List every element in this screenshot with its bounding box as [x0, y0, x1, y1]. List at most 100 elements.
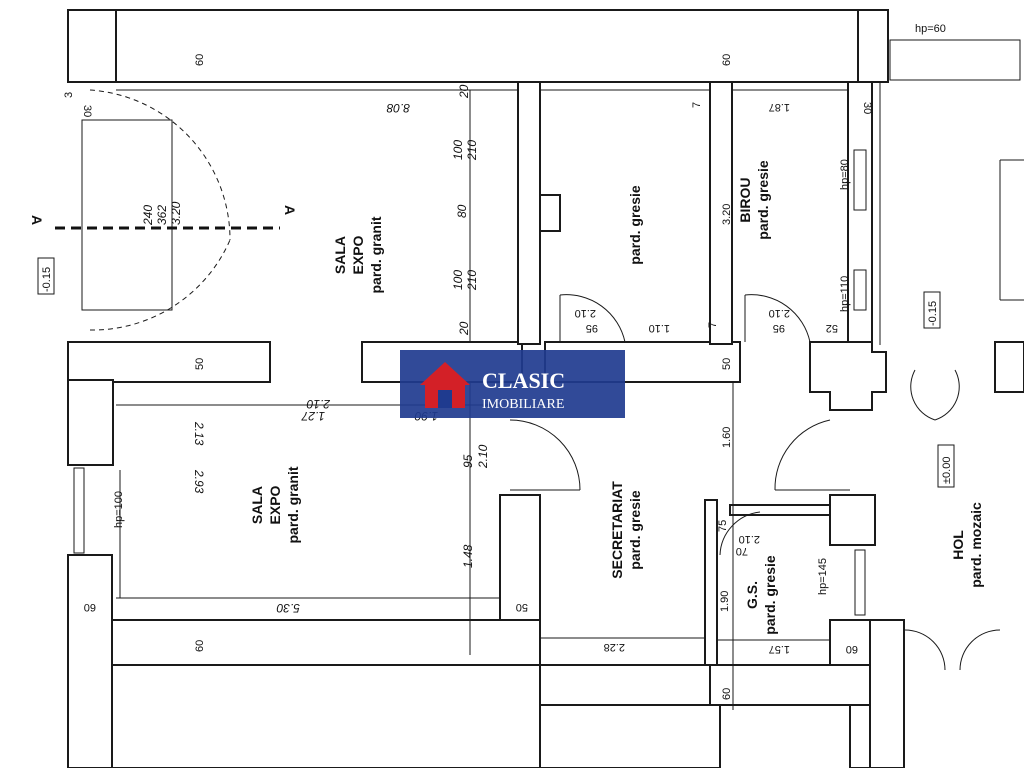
wall-gs-bottom: [709, 664, 871, 706]
dim-75: 75: [717, 520, 729, 532]
svg-text:G.S.: G.S.: [744, 581, 760, 609]
door-arc-4: [744, 294, 811, 343]
level-left: -0.15: [41, 267, 53, 292]
dim-210-top: 210: [465, 140, 479, 161]
dim-110: 1.10: [649, 322, 670, 334]
dim-hp145: hp=145: [817, 558, 829, 595]
dim-293: 2.93: [192, 469, 206, 494]
dim-100-bottom: 100: [451, 270, 465, 290]
dim-60-bottom-right: 60: [846, 643, 858, 655]
dim-190-gs: 1.90: [719, 591, 731, 612]
dim-210-vert: 2.10: [476, 444, 490, 469]
dim-60-top-right: 60: [721, 54, 733, 66]
room-sala-expo-bottom: SALA EXPO pard. granit: [249, 466, 301, 543]
door-arc-1: [89, 89, 231, 241]
dim-100-top: 100: [451, 140, 465, 160]
dim-30-right: 30: [861, 102, 873, 114]
wall-bottom-center: [539, 704, 721, 768]
wall-secretariat-bottom: [539, 664, 711, 706]
svg-text:SECRETARIAT: SECRETARIAT: [609, 481, 625, 579]
dim-50-left: 50: [194, 358, 206, 370]
dim-30-small: 30: [81, 105, 93, 117]
dim-60-bottom-mid: 60: [721, 688, 733, 700]
dim-210-door2: 2.10: [769, 307, 790, 319]
wall-birou-right: [847, 81, 873, 345]
wall-left-top: [67, 9, 117, 83]
room-sala-expo-top: SALA EXPO pard. granit: [332, 216, 384, 293]
dim-60-bottom-left: 60: [194, 640, 206, 652]
dim-157: 1.57: [769, 643, 790, 655]
svg-text:EXPO: EXPO: [267, 485, 283, 524]
room-secretariat: SECRETARIAT pard. gresie: [609, 481, 643, 579]
wall-gs-top: [729, 504, 831, 516]
section-marker-right: A: [282, 205, 298, 215]
dim-210-gs: 2.10: [739, 533, 760, 545]
section-line: A A: [29, 205, 298, 230]
dim-hp110: hp=110: [839, 276, 851, 312]
dim-50-mid: 50: [721, 358, 733, 370]
wall-bottom-sala: [111, 619, 541, 666]
dim-148: 1.48: [461, 544, 475, 568]
room-birou: BIROU pard. gresie: [737, 160, 771, 240]
door-arc-2: [89, 239, 231, 331]
dim-95-door1: 95: [586, 322, 598, 334]
dim-50-bottom: 50: [516, 601, 528, 613]
door-arc-hol-3: [910, 369, 936, 421]
wall-vertical-2: [709, 81, 733, 345]
dim-20-top: 20: [457, 84, 471, 99]
svg-text:SALA: SALA: [332, 236, 348, 274]
door-arc-6: [774, 419, 831, 491]
room-labels: SALA EXPO pard. granit pard. gresie BIRO…: [249, 160, 984, 635]
dim-3: 3: [63, 92, 75, 98]
dim-228: 2.28: [604, 641, 625, 653]
room-gs: G.S. pard. gresie: [744, 555, 778, 635]
dim-530: 5.30: [276, 601, 300, 615]
svg-text:EXPO: EXPO: [350, 235, 366, 274]
dim-7-b: 7: [691, 102, 703, 108]
logo-line2: IMOBILIARE: [482, 397, 564, 412]
dim-95-vert: 95: [461, 454, 475, 468]
dim-95-door2: 95: [773, 322, 785, 334]
door-arc-hol-4: [934, 369, 960, 421]
svg-text:pard. gresie: pard. gresie: [627, 185, 643, 265]
svg-text:HOL: HOL: [950, 530, 966, 560]
dim-213: 2.13: [192, 421, 206, 446]
walls: [67, 9, 1024, 768]
dim-80: 80: [455, 204, 469, 218]
dim-70: 70: [736, 545, 748, 557]
dim-362: 362: [155, 205, 169, 225]
dim-hp100: hp=100: [113, 491, 125, 528]
wall-gs-left: [704, 499, 718, 666]
wall-gs-column-bottom: [829, 619, 876, 666]
room-middle-top: pard. gresie: [627, 185, 643, 265]
wall-secretariat-left: [499, 494, 541, 621]
house-icon: [420, 362, 470, 408]
dim-52: 52: [826, 322, 838, 334]
wall-bottom-block: [111, 664, 541, 768]
svg-text:SALA: SALA: [249, 486, 265, 524]
dim-320-birou: 3.20: [721, 204, 733, 225]
dim-808: 8.08: [386, 101, 410, 115]
dim-160: 1.60: [721, 427, 733, 448]
dim-hp80: hp=80: [839, 159, 851, 190]
wall-left-column: [67, 379, 114, 466]
wall-top-right: [857, 9, 889, 83]
svg-text:pard. mozaic: pard. mozaic: [968, 502, 984, 588]
dim-210-sala: 2.10: [306, 397, 331, 411]
wall-right-edge: [994, 341, 1024, 393]
door-arc-hol-2: [959, 629, 1001, 671]
wall-mid-left: [67, 341, 271, 383]
wall-top: [114, 9, 861, 83]
door-arc-gs: [719, 511, 761, 556]
dim-60-left: 60: [84, 601, 96, 613]
section-marker-left: A: [29, 215, 45, 225]
svg-text:pard. gresie: pard. gresie: [755, 160, 771, 240]
dim-187: 1.87: [769, 101, 790, 113]
clasic-imobiliare-logo: CLASIC IMOBILIARE: [400, 350, 625, 418]
wall-hol-bottom: [869, 619, 905, 768]
dim-7-a: 7: [707, 322, 719, 328]
door-arc-5: [509, 419, 581, 491]
dim-60-top-left: 60: [194, 54, 206, 66]
wall-stub: [539, 194, 561, 232]
